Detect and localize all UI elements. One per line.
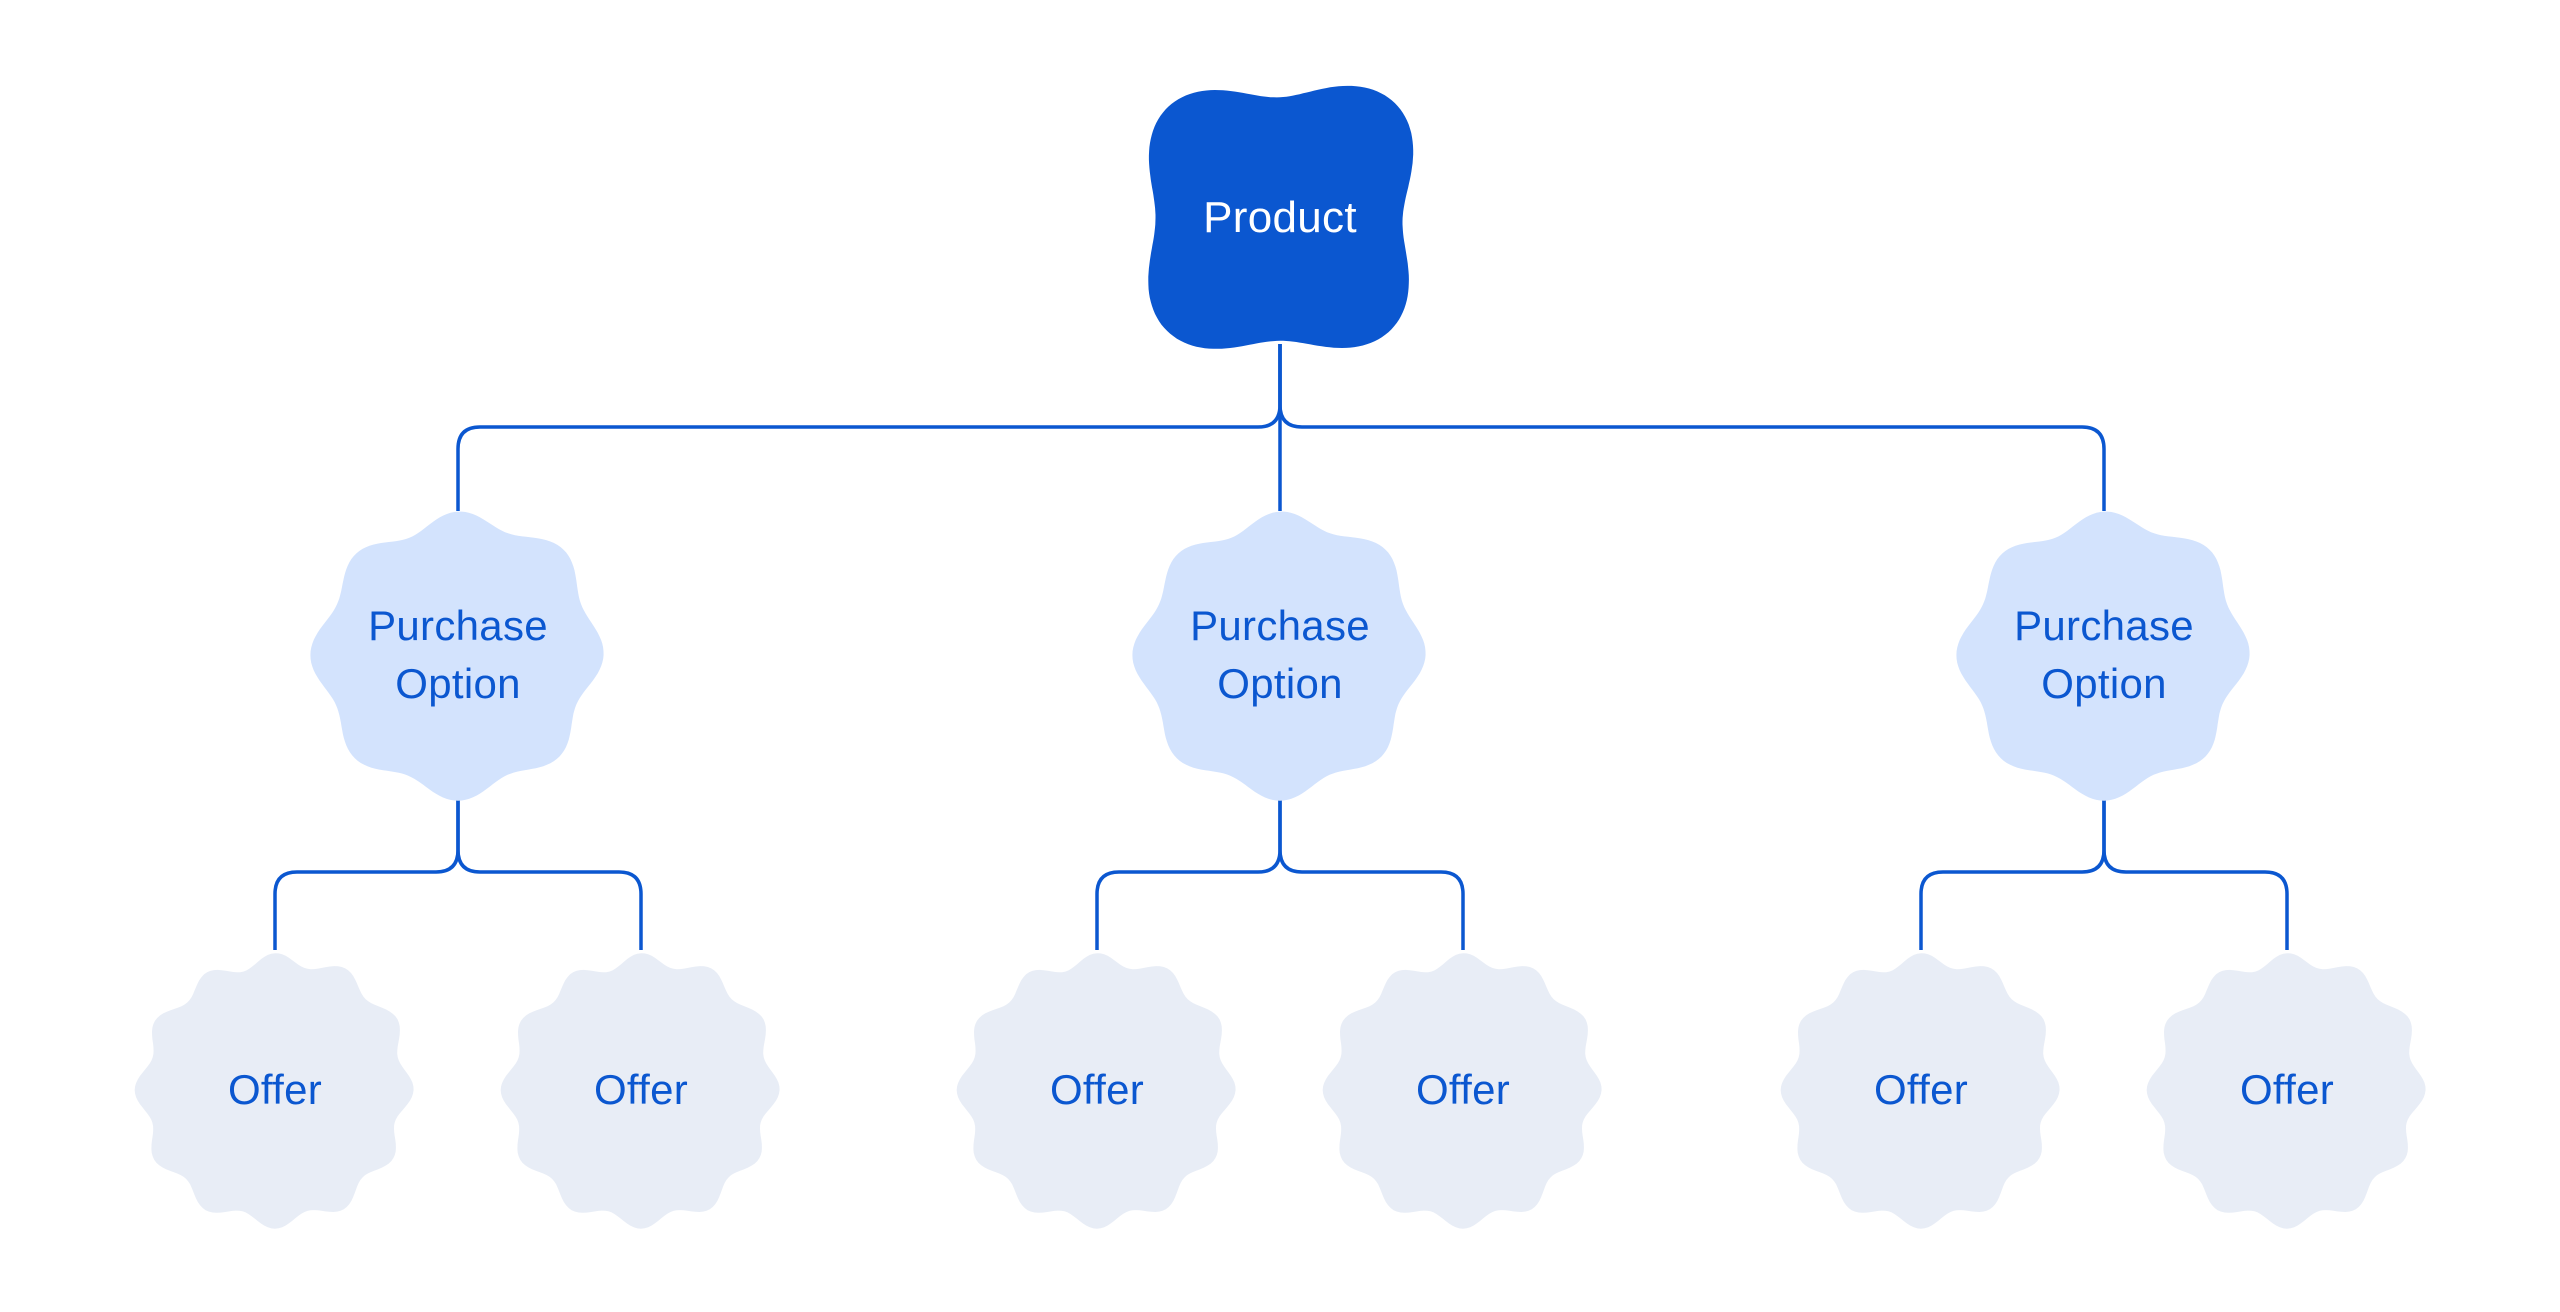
connector-option2-to-offer4 — [1278, 799, 1465, 950]
offer-blob-shape — [2146, 953, 2426, 1229]
node-product: Product — [1130, 68, 1430, 368]
node-purchase-option-1: Purchase Option — [308, 505, 608, 805]
purchase-option-blob-shape — [310, 511, 604, 801]
node-offer-3: Offer — [952, 945, 1242, 1235]
connector-root-to-option-right — [1278, 344, 2106, 511]
product-blob-shape — [1148, 85, 1414, 349]
node-offer-1: Offer — [130, 945, 420, 1235]
offer-blob-shape — [500, 953, 780, 1229]
offer-blob-shape — [956, 953, 1236, 1229]
node-offer-5: Offer — [1776, 945, 2066, 1235]
connector-option3-to-offer5 — [1919, 799, 2106, 950]
node-offer-2: Offer — [496, 945, 786, 1235]
node-purchase-option-3: Purchase Option — [1954, 505, 2254, 805]
connector-root-to-option-left — [456, 344, 1282, 511]
connector-option1-to-offer1 — [273, 799, 460, 950]
offer-blob-shape — [134, 953, 414, 1229]
connector-option3-to-offer6 — [2102, 799, 2289, 950]
connector-option1-to-offer2 — [456, 799, 643, 950]
connector-option2-to-offer3 — [1095, 799, 1282, 950]
offer-blob-shape — [1322, 953, 1602, 1229]
node-offer-6: Offer — [2142, 945, 2432, 1235]
purchase-option-blob-shape — [1132, 511, 1426, 801]
node-offer-4: Offer — [1318, 945, 1608, 1235]
node-purchase-option-2: Purchase Option — [1130, 505, 1430, 805]
purchase-option-blob-shape — [1956, 511, 2250, 801]
offer-blob-shape — [1780, 953, 2060, 1229]
